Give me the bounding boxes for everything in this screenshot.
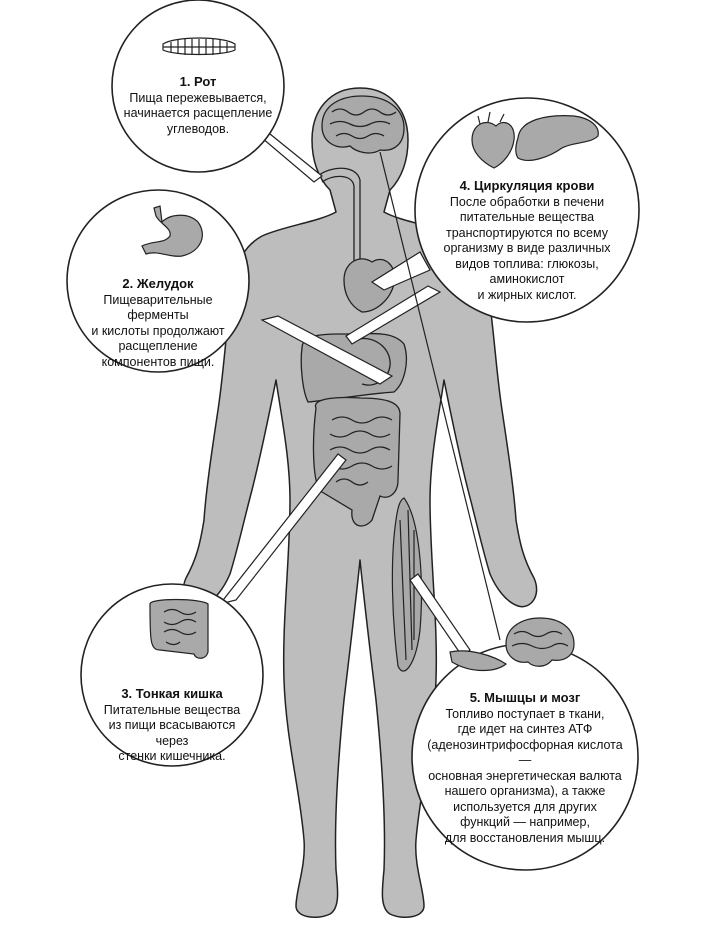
muscle-brain-icon [449,617,575,672]
callout-stomach-text: Пищеварительные ферменты и кислоты продо… [91,292,225,369]
esophagus [317,167,361,262]
callout-mouth-text: Пища пережевывается, начинается расщепле… [123,90,273,136]
teeth-icon [162,37,236,56]
callout-blood-title: 4. Циркуляция крови [459,178,595,193]
brain [321,95,405,154]
stomach-circle [66,189,250,373]
callout-blood: 4. Циркуляция крови После обработки в пе… [432,178,622,303]
blood-circle [414,97,640,323]
connector-lines [218,133,501,657]
callout-muscle-title: 5. Мышцы и мозг [469,690,581,705]
callout-intestine: 3. Тонкая кишка Питательные вещества из … [92,686,252,765]
stomach-icon [141,205,203,257]
callout-stomach: 2. Желудок Пищеварительные ферменты и ки… [74,276,242,370]
callout-blood-text: После обработки в печени питательные вещ… [443,194,611,302]
mouth-circle [111,0,285,173]
callout-muscle-text: Топливо поступает в ткани, где идет на с… [427,706,623,845]
callout-mouth-title: 1. Рот [179,74,217,89]
callout-mouth: 1. Рот Пища пережевывается, начинается р… [120,74,276,137]
intestine-circle [80,583,264,767]
callout-circles [66,0,640,871]
callout-intestine-text: Питательные вещества из пищи всасываются… [103,702,241,764]
heart-liver-icon [471,111,599,169]
callout-intestine-title: 3. Тонкая кишка [121,686,223,701]
intestine-icon [149,598,209,659]
intestines [312,396,401,527]
callout-stomach-title: 2. Желудок [122,276,194,291]
callout-muscle: 5. Мышцы и мозг Топливо поступает в ткан… [420,690,630,846]
